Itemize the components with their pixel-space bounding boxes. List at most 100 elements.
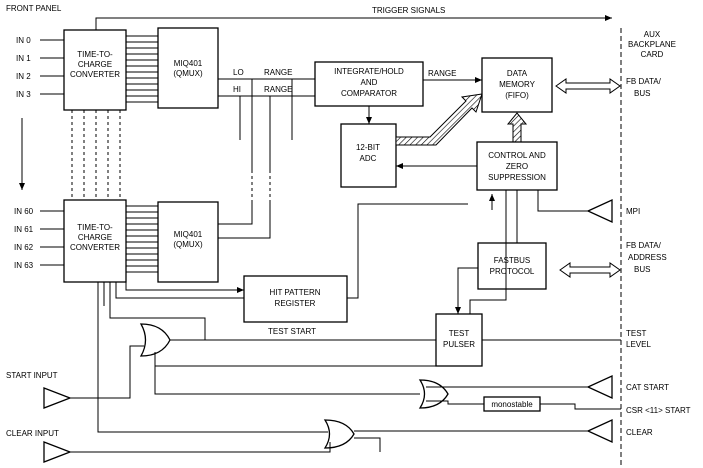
miq-bottom-outputs	[218, 79, 293, 239]
clear-label: CLEAR	[626, 428, 653, 437]
svg-text:SUPPRESSION: SUPPRESSION	[488, 173, 546, 182]
tdc-to-hit-pattern	[125, 282, 244, 293]
start-input-buffer	[43, 387, 72, 409]
fastbus-to-pulser	[455, 267, 478, 314]
adc-memory-bus	[395, 93, 483, 146]
hit-pattern-box	[243, 275, 348, 323]
svg-text:ZERO: ZERO	[506, 162, 528, 171]
input-label: IN 1	[16, 54, 31, 63]
trigger-signals-label: TRIGGER SIGNALS	[372, 6, 445, 15]
tdc-miq-bus-top	[126, 35, 158, 103]
input-label: IN 61	[14, 225, 34, 234]
input-lines-top	[40, 39, 64, 95]
miq-bottom-label: MIQ401 (QMUX)	[173, 230, 203, 249]
tdc-miq-bus-bottom	[126, 205, 158, 273]
input-label: IN 2	[16, 72, 31, 81]
test-start-label: TEST START	[268, 327, 316, 336]
clear-input-buffer	[43, 441, 72, 463]
tdc-to-hit-pattern-2	[115, 282, 244, 299]
miq-top-label: MIQ401 (QMUX)	[173, 59, 203, 78]
svg-text:AUX: AUX	[644, 30, 661, 39]
clear-extra-line	[354, 437, 381, 452]
input-lines-bottom	[40, 210, 64, 266]
or-gate-cat	[418, 379, 449, 409]
svg-text:(QMUX): (QMUX)	[173, 240, 203, 249]
clear-or-output	[97, 282, 328, 433]
control-to-mpi	[537, 190, 588, 212]
svg-text:BUS: BUS	[634, 89, 650, 98]
range-out-label: RANGE	[428, 69, 456, 78]
mpi-label: MPI	[626, 207, 640, 216]
input-label: IN 60	[14, 207, 34, 216]
front-panel-label: FRONT PANEL	[6, 4, 62, 13]
start-input-label: START INPUT	[6, 371, 58, 380]
test-level-label: TEST LEVEL	[626, 329, 651, 349]
svg-text:DATA: DATA	[507, 69, 528, 78]
range-hi-label: RANGE	[264, 85, 292, 94]
svg-text:INTEGRATE/HOLD: INTEGRATE/HOLD	[334, 67, 404, 76]
svg-text:CONVERTER: CONVERTER	[70, 243, 120, 252]
start-to-or	[70, 345, 144, 399]
tdc-continuation-dots	[71, 110, 121, 200]
svg-text:TEST: TEST	[449, 329, 470, 338]
svg-text:PROTOCOL: PROTOCOL	[490, 267, 535, 276]
clear-input-line	[70, 442, 331, 453]
svg-text:TEST: TEST	[626, 329, 647, 338]
svg-text:MEMORY: MEMORY	[499, 80, 536, 89]
cat-or-to-start	[154, 352, 420, 395]
svg-text:CONVERTER: CONVERTER	[70, 70, 120, 79]
svg-text:(QMUX): (QMUX)	[173, 69, 203, 78]
control-to-pulser	[469, 190, 507, 314]
svg-text:COMPARATOR: COMPARATOR	[341, 89, 397, 98]
fastbus-protocol-label: FASTBUS PROTOCOL	[490, 256, 535, 276]
svg-text:CONTROL AND: CONTROL AND	[488, 151, 546, 160]
hi-label: HI	[233, 85, 241, 94]
svg-text:FB DATA/: FB DATA/	[626, 241, 662, 250]
tdc-top-label: TIME-TO- CHARGE CONVERTER	[70, 50, 120, 79]
svg-text:BACKPLANE: BACKPLANE	[628, 40, 676, 49]
svg-text:HIT PATTERN: HIT PATTERN	[269, 288, 320, 297]
cat-start-label: CAT START	[626, 383, 669, 392]
pulser-to-or	[154, 352, 436, 367]
test-pulser-box	[435, 313, 483, 367]
csr-line	[540, 403, 621, 410]
svg-text:BUS: BUS	[634, 265, 650, 274]
svg-text:ADC: ADC	[360, 154, 377, 163]
svg-text:AND: AND	[361, 78, 378, 87]
svg-text:LEVEL: LEVEL	[626, 340, 651, 349]
svg-text:12-BIT: 12-BIT	[356, 143, 380, 152]
test-pulser-label: TEST PULSER	[443, 329, 475, 349]
fb-data-address-bus-label: FB DATA/ ADDRESS BUS	[626, 241, 667, 274]
fb-data-bus-label: FB DATA/ BUS	[626, 77, 662, 98]
svg-text:MIQ401: MIQ401	[174, 230, 203, 239]
memory-fb-bus-arrow	[555, 78, 621, 94]
adc-box	[340, 123, 397, 188]
svg-text:CARD: CARD	[641, 50, 664, 59]
svg-text:TIME-TO-: TIME-TO-	[77, 223, 113, 232]
monostable-to-or	[426, 400, 484, 405]
svg-text:CHARGE: CHARGE	[78, 60, 112, 69]
csr-start-label: CSR <11> START	[626, 406, 691, 415]
svg-text:FASTBUS: FASTBUS	[494, 256, 530, 265]
miq-output-dots	[251, 170, 271, 200]
inputs-bottom: IN 60 IN 61 IN 62 IN 63	[14, 207, 34, 270]
svg-text:PULSER: PULSER	[443, 340, 475, 349]
data-memory-label: DATA MEMORY (FIFO)	[499, 69, 536, 100]
fastbus-bus-arrow	[559, 262, 621, 278]
tdc-bottom-label: TIME-TO- CHARGE CONVERTER	[70, 223, 120, 252]
tdc-top-box	[63, 29, 127, 111]
lo-label: LO	[233, 68, 244, 77]
clear-input-label: CLEAR INPUT	[6, 429, 59, 438]
svg-text:CHARGE: CHARGE	[78, 233, 112, 242]
fastbus-protocol-box	[477, 242, 547, 290]
tdc-bottom-box	[63, 199, 127, 283]
input-label: IN 63	[14, 261, 34, 270]
cat-start-buffer	[586, 374, 613, 400]
integrate-hold-label: INTEGRATE/HOLD AND COMPARATOR	[334, 67, 404, 98]
svg-text:REGISTER: REGISTER	[275, 299, 316, 308]
input-label: IN 0	[16, 36, 31, 45]
svg-text:FB DATA/: FB DATA/	[626, 77, 662, 86]
svg-text:MIQ401: MIQ401	[174, 59, 203, 68]
adc-label: 12-BIT ADC	[356, 143, 380, 163]
